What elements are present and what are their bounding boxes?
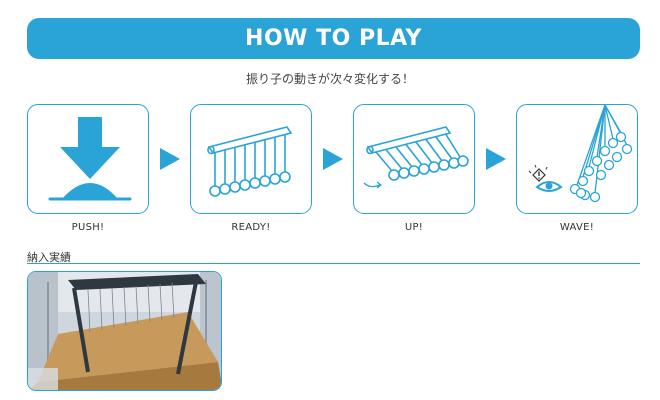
how-to-play-banner: HOW TO PLAY	[27, 18, 640, 59]
step-card-wave	[516, 104, 638, 214]
arrow-right-icon	[160, 148, 180, 170]
step-card-ready	[190, 104, 312, 214]
arrow-right-icon	[323, 148, 343, 170]
arrow-right-icon	[486, 148, 506, 170]
push-down-icon	[48, 117, 132, 201]
pendulum-lift-icon	[363, 126, 469, 189]
banner-title: HOW TO PLAY	[245, 26, 422, 51]
step-label-ready: READY!	[231, 222, 271, 233]
step-card-up	[353, 104, 475, 214]
step-label-push: PUSH!	[71, 222, 105, 233]
pendulum-wave-icon	[528, 105, 633, 203]
subtitle: 振り子の動きが次々変化する！	[245, 72, 414, 86]
section-divider	[27, 263, 640, 264]
eye-icon	[528, 164, 563, 192]
pendulum-row-icon	[207, 126, 293, 197]
installation-photo	[27, 271, 222, 391]
step-label-up: UP!	[404, 222, 424, 233]
step-label-wave: WAVE!	[559, 222, 595, 233]
step-card-push	[27, 104, 149, 214]
section-title: 納入実績	[27, 251, 71, 264]
